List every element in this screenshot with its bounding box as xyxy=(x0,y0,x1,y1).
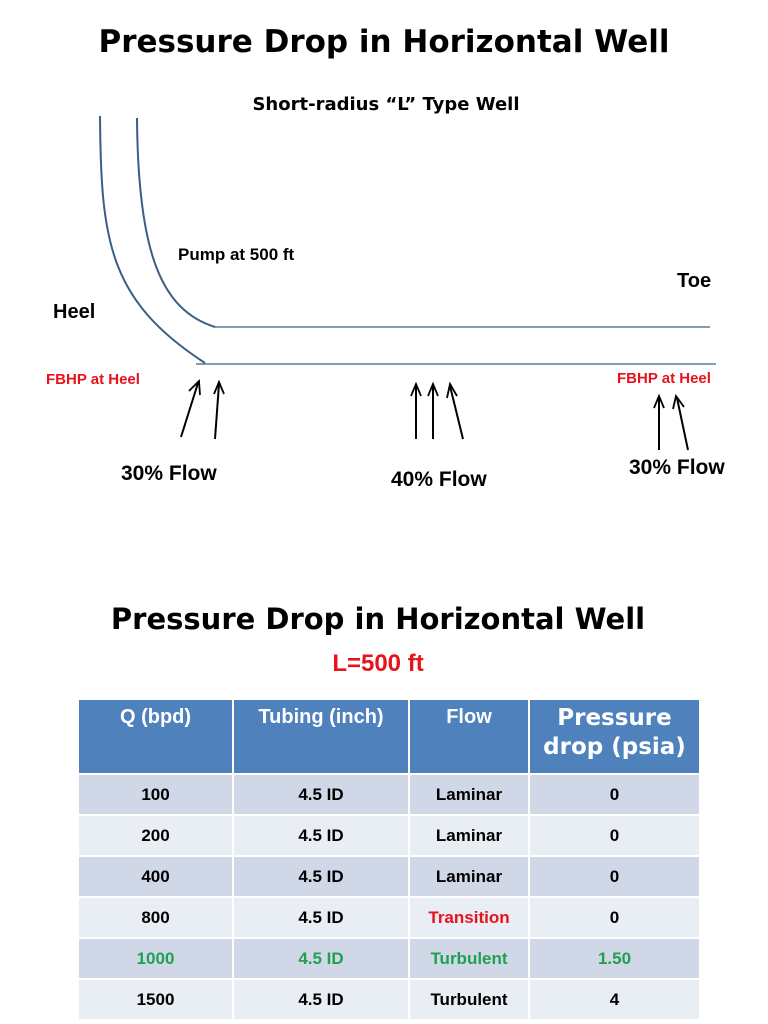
slide1-subtitle: Short-radius “L” Type Well xyxy=(252,94,520,115)
flow-arrow-mid-3-head xyxy=(446,381,458,399)
well-outer-wall xyxy=(99,115,206,364)
cell-dp: 0 xyxy=(528,773,701,816)
cell-flow: Transition xyxy=(408,896,530,939)
cell-q: 800 xyxy=(77,896,234,939)
cell-flow: Turbulent xyxy=(408,978,530,1021)
table-row: 1500 4.5 ID Turbulent 4 xyxy=(77,978,701,1021)
toe-label: Toe xyxy=(677,270,712,292)
cell-dp: 4 xyxy=(528,978,701,1021)
cell-q: 200 xyxy=(77,814,234,857)
pump-label: Pump at 500 ft xyxy=(178,245,295,264)
table-header-row: Q (bpd) Tubing (inch) Flow Pressure drop… xyxy=(77,698,701,775)
table-row: 1000 4.5 ID Turbulent 1.50 xyxy=(77,937,701,980)
table-row: 400 4.5 ID Laminar 0 xyxy=(77,855,701,898)
flow-arrow-right-1-head xyxy=(653,393,665,409)
cell-tubing: 4.5 ID xyxy=(232,896,410,939)
flow-middle-label: 40% Flow xyxy=(391,468,487,491)
cell-flow: Laminar xyxy=(408,855,530,898)
pressure-drop-table: Q (bpd) Tubing (inch) Flow Pressure drop… xyxy=(77,698,701,1021)
cell-tubing: 4.5 ID xyxy=(232,978,410,1021)
cell-dp: 0 xyxy=(528,814,701,857)
cell-dp: 0 xyxy=(528,855,701,898)
cell-flow: Laminar xyxy=(408,773,530,816)
flow-arrow-right-2 xyxy=(676,397,689,451)
slide1-title: Pressure Drop in Horizontal Well xyxy=(98,24,670,60)
header-pressure-drop: Pressure drop (psia) xyxy=(528,698,701,775)
cell-dp: 1.50 xyxy=(528,937,701,980)
flow-arrow-mid-2-head xyxy=(427,381,439,397)
cell-dp: 0 xyxy=(528,896,701,939)
fbhp-left-label: FBHP at Heel xyxy=(46,371,140,388)
flow-arrow-left-1-head xyxy=(188,378,201,396)
flow-arrow-mid-3 xyxy=(449,385,464,440)
table-row: 800 4.5 ID Transition 0 xyxy=(77,896,701,939)
header-tubing: Tubing (inch) xyxy=(232,698,410,775)
cell-tubing: 4.5 ID xyxy=(232,855,410,898)
well-diagram xyxy=(99,115,716,451)
table-row: 100 4.5 ID Laminar 0 xyxy=(77,773,701,816)
flow-arrow-mid-1-head xyxy=(410,381,422,397)
header-q: Q (bpd) xyxy=(77,698,234,775)
cell-flow: Laminar xyxy=(408,814,530,857)
cell-tubing: 4.5 ID xyxy=(232,773,410,816)
cell-tubing: 4.5 ID xyxy=(232,937,410,980)
flow-arrow-left-2-head xyxy=(213,379,225,395)
cell-q: 1500 xyxy=(77,978,234,1021)
header-flow: Flow xyxy=(408,698,530,775)
cell-q: 1000 xyxy=(77,937,234,980)
fbhp-right-label: FBHP at Heel xyxy=(617,370,711,387)
heel-label: Heel xyxy=(53,301,96,323)
flow-left-label: 30% Flow xyxy=(121,462,217,485)
cell-flow: Turbulent xyxy=(408,937,530,980)
flow-arrow-left-1 xyxy=(180,382,199,438)
flow-arrow-left-2 xyxy=(214,383,220,440)
cell-q: 400 xyxy=(77,855,234,898)
cell-tubing: 4.5 ID xyxy=(232,814,410,857)
table-row: 200 4.5 ID Laminar 0 xyxy=(77,814,701,857)
well-inner-wall xyxy=(136,117,216,328)
flow-right-label: 30% Flow xyxy=(629,456,725,479)
slide2-title: Pressure Drop in Horizontal Well xyxy=(110,602,646,636)
flow-arrow-right-2-head xyxy=(672,393,685,410)
cell-q: 100 xyxy=(77,773,234,816)
length-label: L=500 ft xyxy=(332,650,424,677)
